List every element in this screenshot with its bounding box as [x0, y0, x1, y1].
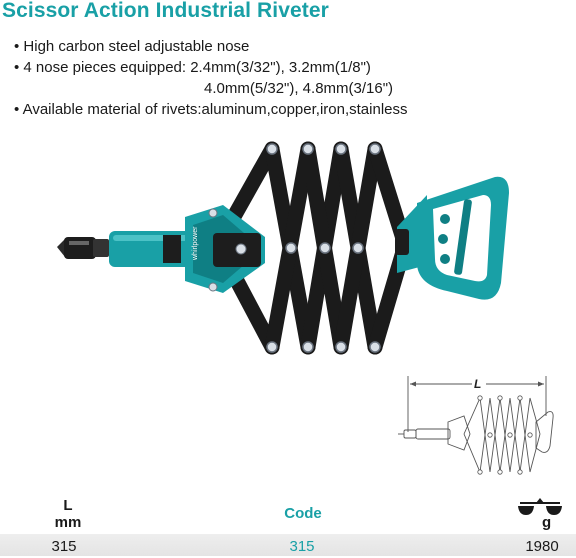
- dimension-diagram: L: [398, 375, 554, 475]
- feature-item-continued: 4.0mm(5/32"), 4.8mm(3/16"): [204, 80, 394, 97]
- weight-column-header: g: [515, 498, 565, 531]
- product-title: Scissor Action Industrial Riveter: [2, 0, 329, 22]
- table-row: [0, 534, 576, 556]
- length-unit: mm: [54, 514, 82, 531]
- riveter-product-image: whirlpower: [57, 141, 509, 355]
- riveter-head: whirlpower: [109, 205, 265, 293]
- feature-item: • Available material of rivets:aluminum,…: [14, 101, 408, 118]
- weight-value: 1980: [525, 538, 559, 555]
- weight-unit: g: [542, 514, 552, 531]
- feature-item: • 4 nose pieces equipped: 2.4mm(3/32"), …: [14, 59, 371, 76]
- pivot-bolts: [266, 143, 381, 353]
- code-column-header: Code: [284, 505, 322, 522]
- diagram-length-label: L: [474, 377, 481, 391]
- feature-list: • High carbon steel adjustable nose • 4 …: [14, 36, 408, 120]
- spec-table: L mm Code g 315 315 1980: [0, 494, 576, 558]
- brand-text: whirlpower: [192, 226, 199, 261]
- riveter-nose: [57, 237, 109, 259]
- length-value: 315: [51, 538, 77, 555]
- code-value: 315: [289, 538, 315, 555]
- feature-item: • High carbon steel adjustable nose: [14, 38, 250, 55]
- length-label: L: [63, 497, 73, 514]
- riveter-handle: [395, 176, 509, 300]
- balance-scale-icon: [518, 498, 562, 515]
- length-column-header: L mm: [36, 497, 100, 531]
